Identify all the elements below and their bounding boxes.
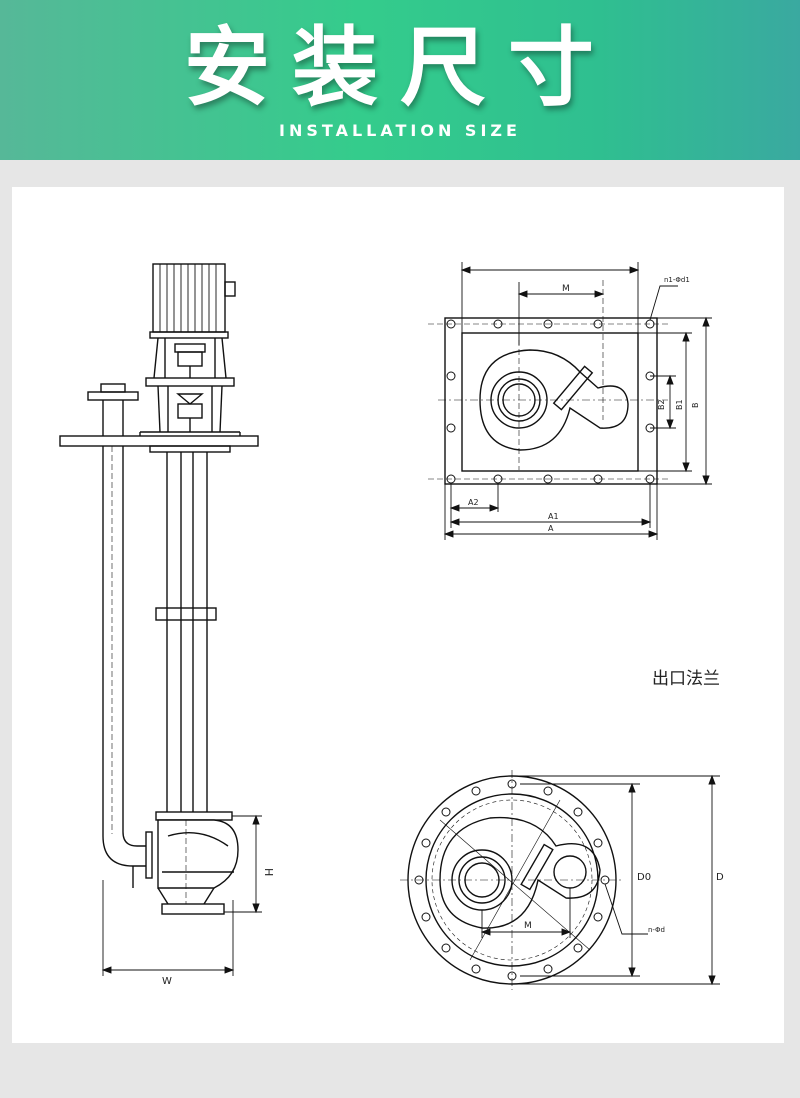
mounting-plate bbox=[59, 435, 259, 447]
dim-flange-m bbox=[480, 888, 572, 938]
motor-terminal-box bbox=[224, 281, 236, 297]
volute-section bbox=[439, 816, 601, 929]
side-view: H W bbox=[59, 263, 275, 987]
dim-label-h: H bbox=[262, 868, 275, 876]
dim-w bbox=[101, 880, 235, 976]
page-subtitle: INSTALLATION SIZE bbox=[279, 121, 521, 140]
dim-top-a bbox=[443, 484, 659, 540]
outlet-flange-top bbox=[87, 391, 139, 401]
drawing-panel bbox=[12, 187, 784, 1043]
dim-label-m-top: M bbox=[562, 284, 570, 294]
dim-top-b bbox=[638, 316, 712, 486]
motor-flange bbox=[149, 331, 229, 339]
dim-label-a2: A2 bbox=[468, 498, 479, 507]
outlet-flange-caption: 出口法兰 bbox=[652, 669, 720, 689]
seal-box bbox=[177, 403, 203, 419]
dim-flange-d bbox=[512, 774, 720, 986]
dim-label-b1: B1 bbox=[675, 399, 684, 410]
discharge-pipe bbox=[102, 446, 146, 867]
dim-h bbox=[224, 814, 262, 914]
dim-label-a: A bbox=[548, 524, 554, 533]
volute-plan bbox=[479, 349, 629, 451]
dim-label-d: D bbox=[716, 872, 724, 883]
dim-top-l bbox=[460, 262, 640, 333]
coupling-upper bbox=[174, 343, 206, 353]
dim-label-m-flange: M bbox=[524, 921, 532, 931]
dim-label-b: B bbox=[691, 403, 700, 409]
header-banner: 安装尺寸 INSTALLATION SIZE bbox=[0, 0, 800, 160]
outlet-flange-view: M D0 D n-Φd bbox=[400, 770, 724, 990]
dim-label-b2: B2 bbox=[657, 399, 666, 410]
dim-top-m bbox=[517, 282, 605, 345]
dim-label-d0: D0 bbox=[637, 872, 651, 883]
bearing-flange bbox=[145, 377, 235, 387]
plate-outline bbox=[444, 317, 658, 485]
page-title: 安装尺寸 bbox=[184, 18, 616, 118]
plate-bolt-holes bbox=[446, 319, 655, 484]
tank-opening bbox=[461, 332, 639, 472]
suction-flange bbox=[161, 903, 225, 915]
flange-outlet-stub bbox=[520, 843, 554, 891]
dim-label-hole-top: n1-Φd1 bbox=[664, 276, 690, 284]
middle-flange bbox=[155, 607, 217, 621]
top-view: M n1-Φd1 B2 B1 B bbox=[428, 262, 712, 540]
dim-label-w: W bbox=[162, 976, 172, 987]
dim-label-a1: A1 bbox=[548, 512, 559, 521]
coupling-lower bbox=[177, 351, 203, 367]
motor-body bbox=[152, 263, 226, 333]
motor-fins bbox=[159, 264, 217, 332]
pump-casing bbox=[157, 819, 239, 889]
dim-label-hole-flange: n-Φd bbox=[648, 926, 665, 934]
outlet-stub bbox=[552, 365, 594, 411]
casing-flange bbox=[155, 811, 233, 821]
